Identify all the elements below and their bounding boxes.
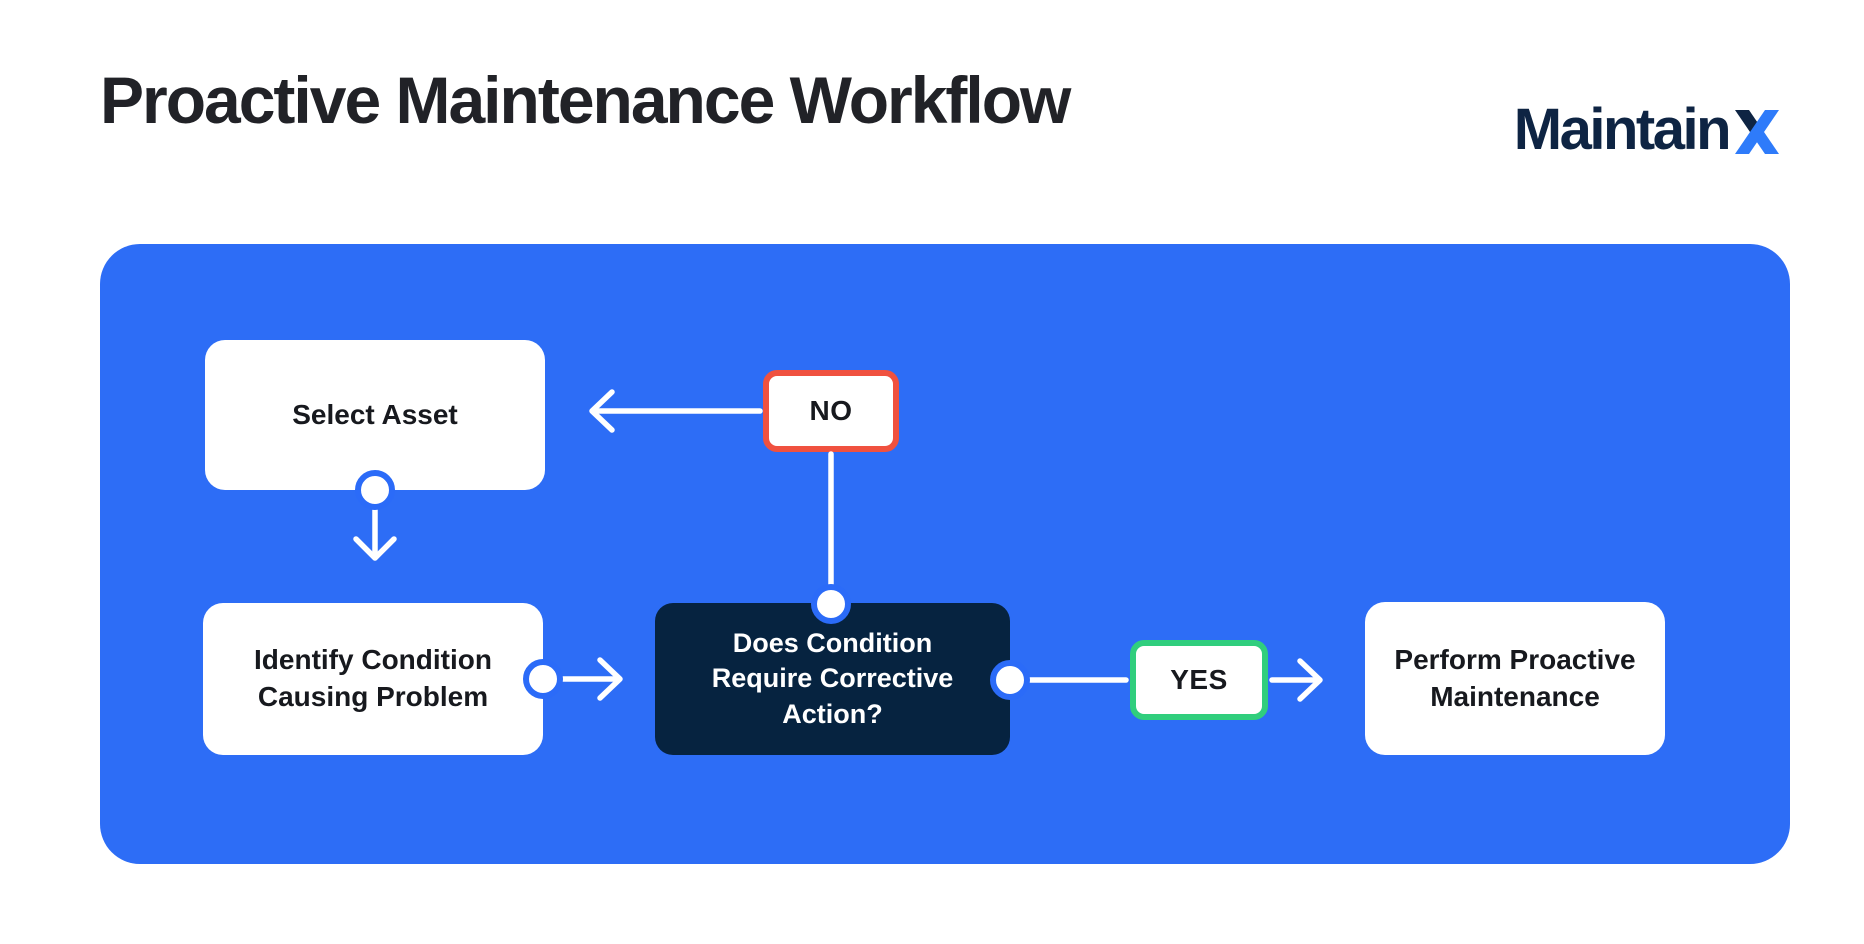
flow-label-no: NO — [763, 370, 899, 452]
flow-node-perform-maintenance: Perform Proactive Maintenance — [1365, 602, 1665, 755]
arrowhead-down-icon — [353, 536, 397, 561]
connector-no-to-select-arrow — [589, 389, 763, 433]
node-label: Does Condition Require Corrective Action… — [711, 627, 954, 729]
connector-no-to-decision-line — [811, 451, 851, 624]
arrowhead-left-icon — [589, 389, 615, 433]
workflow-panel: Select Asset Identify Condition Causing … — [100, 244, 1790, 864]
connector-decision-to-yes-line — [990, 660, 1129, 700]
node-label: NO — [809, 394, 853, 426]
node-label: YES — [1170, 663, 1228, 695]
maintainx-logo: Maintain X — [1514, 96, 1780, 163]
arrowhead-right-icon — [1297, 658, 1323, 702]
logo-wordmark: Maintain — [1513, 97, 1732, 162]
node-label: Identify Condition Causing Problem — [254, 644, 492, 712]
page-title: Proactive Maintenance Workflow — [100, 63, 1071, 137]
flow-node-select-asset: Select Asset — [205, 340, 545, 490]
connector-layer — [353, 389, 1323, 702]
node-label: Perform Proactive Maintenance — [1394, 643, 1636, 712]
flow-node-decision: Does Condition Require Corrective Action… — [655, 603, 1010, 755]
flow-node-identify-condition: Identify Condition Causing Problem — [203, 603, 543, 755]
arrowhead-right-icon — [597, 657, 623, 701]
node-label: Select Asset — [292, 398, 458, 430]
logo-x-icon — [1735, 109, 1779, 154]
flow-label-yes: YES — [1130, 640, 1268, 720]
connector-yes-to-perform-arrow — [1269, 658, 1323, 702]
